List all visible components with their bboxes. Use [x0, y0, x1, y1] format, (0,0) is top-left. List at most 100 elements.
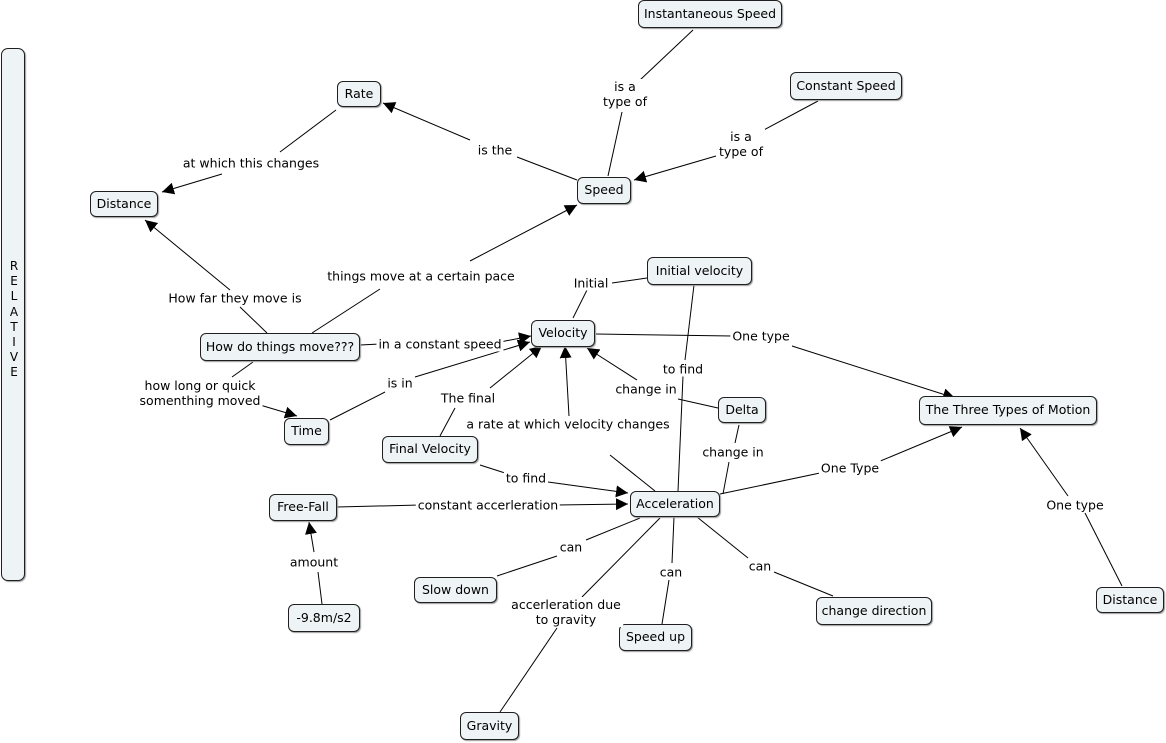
link-line: [609, 454, 656, 492]
link-line: [439, 407, 456, 437]
node-free-fall[interactable]: Free-Fall: [269, 494, 337, 521]
link-label: can: [746, 558, 774, 574]
link-line: [279, 109, 337, 153]
link-label: can: [657, 564, 685, 580]
link-line: [722, 461, 730, 495]
sidebar-letter: L: [10, 289, 18, 304]
node-three-types-of-motion[interactable]: The Three Types of Motion: [919, 396, 1097, 425]
node-how-do-things-move[interactable]: How do things move???: [200, 333, 360, 361]
link-label: constant accerleration: [415, 497, 561, 513]
link-line: [759, 100, 819, 133]
node-distance-top[interactable]: Distance: [90, 191, 158, 217]
link-label: How far they move is: [166, 290, 304, 306]
link-line: [773, 571, 834, 597]
link-line: [311, 288, 381, 334]
node-speed-up[interactable]: Speed up: [619, 624, 692, 651]
link-line: [734, 424, 740, 444]
link-label: amount: [287, 554, 341, 570]
link-label: One Type: [818, 460, 882, 476]
node-acceleration[interactable]: Acceleration: [630, 491, 720, 517]
sidebar-letter: E: [10, 274, 18, 289]
link-line: [239, 306, 268, 334]
sidebar-letter: R: [9, 259, 19, 273]
link-line: [144, 219, 231, 291]
link-line: [496, 555, 558, 577]
node-constant-speed[interactable]: Constant Speed: [790, 72, 902, 100]
link-line: [671, 516, 675, 564]
node-slow-down[interactable]: Slow down: [414, 577, 497, 603]
link-line: [677, 375, 684, 492]
link-label: Initial: [571, 275, 611, 291]
link-line: [791, 345, 956, 401]
node-change-direction[interactable]: change direction: [816, 597, 932, 625]
node-time[interactable]: Time: [284, 418, 329, 445]
link-line: [336, 504, 421, 508]
link-line: [581, 517, 661, 598]
link-label: is a type of: [601, 79, 649, 109]
link-line: [382, 102, 471, 141]
link-label: things move at a certain pace: [325, 268, 517, 284]
link-line: [547, 481, 629, 498]
link-label: is a type of: [717, 129, 765, 159]
link-line: [469, 204, 578, 262]
link-line: [677, 398, 719, 409]
link-label: change in: [700, 444, 766, 460]
node-rate[interactable]: Rate: [337, 81, 381, 107]
node-final-velocity[interactable]: Final Velocity: [382, 436, 478, 463]
link-line: [586, 347, 638, 381]
link-line: [633, 155, 717, 183]
sidebar-letter: V: [9, 350, 19, 365]
link-line: [479, 464, 506, 474]
link-label: how long or quick somenthing moved: [137, 378, 263, 408]
node-initial-velocity[interactable]: Initial velocity: [647, 257, 752, 285]
link-line: [877, 426, 963, 463]
link-line: [1084, 512, 1123, 587]
link-line: [559, 345, 572, 417]
sidebar-letter: E: [10, 365, 18, 380]
link-line: [305, 521, 317, 553]
node-distance-right[interactable]: Distance: [1096, 587, 1164, 613]
node-speed[interactable]: Speed: [577, 177, 631, 204]
link-line: [231, 361, 254, 378]
link-label: a rate at which velocity changes: [464, 416, 672, 432]
link-label: at which this changes: [180, 155, 322, 171]
link-label: accerleration due to gravity: [509, 597, 623, 627]
sidebar-letter: T: [10, 319, 18, 334]
link-line: [585, 517, 641, 541]
sidebar-letter: I: [12, 335, 16, 350]
link-line: [607, 111, 623, 177]
link-line: [684, 284, 695, 361]
node-instantaneous-speed[interactable]: Instantaneous Speed: [638, 0, 782, 28]
link-label: The final: [438, 390, 498, 406]
link-label: change in: [613, 381, 679, 397]
link-label: in a constant speed: [376, 336, 504, 352]
link-line: [595, 333, 733, 337]
node-neg-9-8[interactable]: -9.8m/s2: [288, 604, 360, 632]
link-label: to find: [503, 470, 549, 486]
link-label: to find: [660, 361, 706, 377]
node-velocity[interactable]: Velocity: [531, 320, 595, 347]
link-line: [556, 498, 629, 511]
link-line: [1019, 427, 1069, 497]
link-line: [259, 404, 298, 419]
link-label: can: [557, 539, 585, 555]
link-label: is the: [475, 142, 515, 158]
node-delta[interactable]: Delta: [718, 397, 766, 423]
link-line: [696, 516, 749, 559]
link-line: [499, 332, 532, 345]
link-label: One type: [1044, 497, 1106, 513]
link-line: [719, 472, 821, 495]
link-line: [161, 173, 223, 195]
link-line: [639, 29, 694, 81]
link-line: [611, 277, 648, 284]
link-line: [329, 391, 386, 421]
link-line: [414, 339, 531, 378]
link-label: One type: [730, 328, 792, 344]
link-line: [661, 579, 670, 625]
node-gravity[interactable]: Gravity: [460, 712, 519, 740]
link-line: [572, 289, 588, 319]
link-line: [317, 571, 323, 605]
